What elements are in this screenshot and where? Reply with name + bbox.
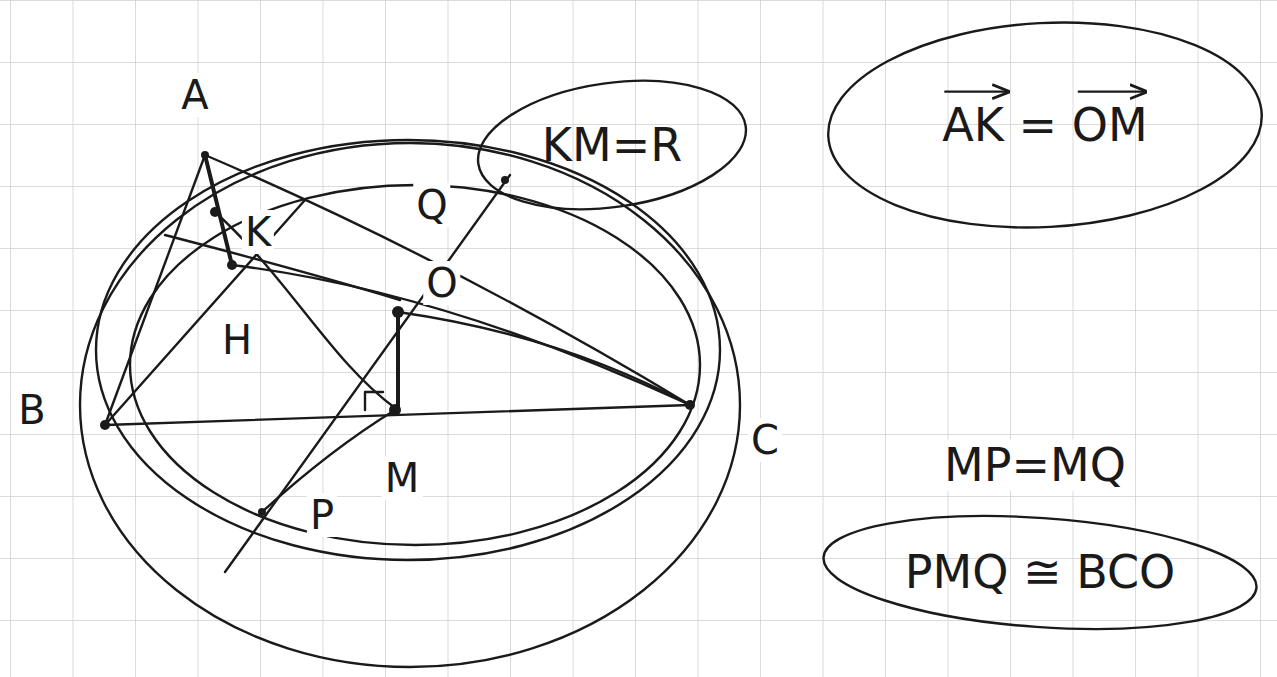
line-pq bbox=[225, 175, 510, 572]
points bbox=[100, 151, 695, 516]
vector-arrow bbox=[1078, 91, 1146, 93]
arc bbox=[165, 235, 400, 300]
point-label: C bbox=[748, 418, 782, 462]
note-text: KM=R bbox=[542, 120, 682, 171]
segment-hc bbox=[232, 265, 690, 405]
point-label: B bbox=[15, 388, 48, 432]
note-ellipse: KM=R bbox=[474, 80, 750, 210]
triangle bbox=[105, 155, 690, 425]
point-label: O bbox=[423, 261, 460, 305]
ellipse bbox=[820, 502, 1261, 641]
point-label: A bbox=[178, 73, 211, 117]
ellipse bbox=[823, 12, 1267, 238]
point-label: M bbox=[382, 456, 423, 500]
segment-oc bbox=[398, 312, 690, 405]
note-text: AK = OM bbox=[942, 100, 1147, 151]
note-ellipse: PMQ ≅ BCO bbox=[820, 515, 1260, 630]
altitude bbox=[105, 200, 305, 425]
point-label: K bbox=[242, 210, 274, 254]
circumcircle bbox=[96, 140, 720, 560]
point-label: H bbox=[219, 318, 255, 362]
vector-arrow bbox=[944, 91, 1008, 93]
note-ellipse: AK = OM bbox=[825, 20, 1265, 230]
point-label: Q bbox=[413, 183, 450, 227]
point-label: P bbox=[307, 493, 337, 537]
note-text: MP=MQ bbox=[941, 440, 1129, 491]
note-text: PMQ ≅ BCO bbox=[905, 547, 1176, 598]
inner-circle bbox=[130, 185, 700, 545]
outer-circle bbox=[80, 143, 740, 667]
ellipse bbox=[470, 65, 755, 225]
right-angle-mark bbox=[365, 392, 383, 410]
segment-om bbox=[396, 312, 400, 410]
